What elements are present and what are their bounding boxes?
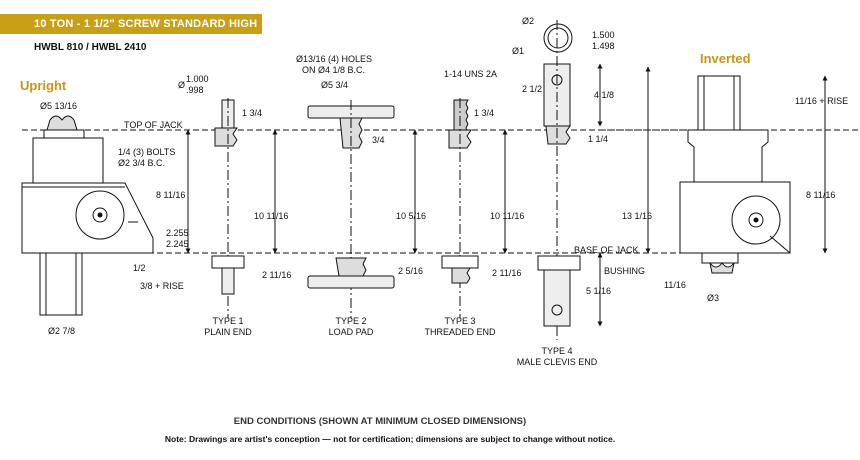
upright-rise: 3/8 + RISE (140, 281, 184, 291)
thread-height: 10 11/16 (490, 211, 525, 221)
type4-caption-b: MALE CLEVIS END (516, 357, 598, 367)
clevis-pin-offset: 1 1/4 (588, 134, 609, 144)
type1-caption-b: PLAIN END (204, 327, 252, 337)
pad-holes-2: ON Ø4 1/8 B.C. (302, 65, 366, 75)
clevis-width-min: 1.498 (592, 41, 615, 51)
tube-diameter: Ø2 7/8 (48, 326, 76, 336)
inverted-label: Inverted (700, 51, 751, 66)
disclaimer-note: Note: Drawings are artist's conception —… (164, 434, 616, 444)
type2-caption-b: LOAD PAD (328, 327, 374, 337)
type2-load-pad (307, 100, 395, 318)
type1-plain-end (211, 98, 245, 318)
upright-height: 8 11/16 (156, 190, 186, 200)
clevis-outer-dia: Ø2 (522, 16, 535, 26)
plain-dia-min: .998 (186, 85, 204, 95)
upright-jack (21, 115, 154, 316)
type1-caption-a: TYPE 1 (212, 316, 244, 326)
pad-height: 10 5/16 (396, 211, 427, 221)
bolt-height-max: 2.255 (166, 228, 189, 238)
plain-ext: 1 3/4 (242, 108, 263, 118)
upright-diameter: Ø5 13/16 (40, 101, 78, 111)
inverted-tube-dia: Ø3 (707, 293, 720, 303)
product-title-bar: 10 TON - 1 1/2" SCREW STANDARD HIGH LEAD (0, 14, 262, 50)
dia-prefix-1: Ø (178, 80, 186, 90)
type2-caption-a: TYPE 2 (335, 316, 367, 326)
clevis-pin-dia: Ø1 (512, 46, 525, 56)
thread-closed: 2 11/16 (492, 268, 522, 278)
bolt-height-min: 2.245 (166, 239, 189, 249)
pad-diameter: Ø5 3/4 (321, 80, 349, 90)
pad-holes-1: Ø13/16 (4) HOLES (296, 54, 373, 64)
type3-caption-a: TYPE 3 (444, 316, 476, 326)
plain-height: 10 11/16 (254, 211, 289, 221)
pad-thickness: 3/4 (372, 135, 385, 145)
top-of-jack-label: TOP OF JACK (124, 120, 183, 130)
upright-label: Upright (20, 78, 67, 93)
clevis-height-top: 4 1/8 (594, 90, 615, 100)
product-title: 10 TON - 1 1/2" SCREW STANDARD HIGH LEAD (34, 18, 258, 50)
bushing-label: BUSHING (604, 266, 646, 276)
clevis-height: 13 1/16 (622, 211, 653, 221)
thread-ext: 1 3/4 (474, 108, 495, 118)
pad-closed: 2 5/16 (398, 266, 424, 276)
bolts-label-2: Ø2 3/4 B.C. (118, 158, 166, 168)
model-number: HWBL 810 / HWBL 2410 (34, 42, 147, 53)
clevis-ext: 2 1/2 (522, 84, 543, 94)
type4-clevis (537, 20, 581, 340)
inverted-screw-ext: 11/16 (664, 280, 686, 290)
plain-closed: 2 11/16 (262, 270, 292, 280)
base-of-jack-label: BASE OF JACK (574, 245, 639, 255)
clevis-width-max: 1.500 (592, 30, 615, 40)
inverted-rise: 11/16 + RISE (795, 96, 849, 106)
bolts-label-1: 1/4 (3) BOLTS (118, 147, 176, 157)
type3-caption-b: THREADED END (424, 327, 496, 337)
base-offset: 1/2 (133, 263, 146, 273)
plain-dia-max: 1.000 (186, 74, 209, 84)
type3-threaded-end (441, 98, 479, 318)
end-conditions-title: END CONDITIONS (SHOWN AT MINIMUM CLOSED … (233, 416, 527, 427)
thread-spec: 1-14 UNS 2A (444, 69, 498, 79)
inverted-height: 8 11/16 (806, 190, 836, 200)
inverted-jack (679, 75, 791, 274)
clevis-closed: 5 1/16 (586, 286, 612, 296)
type4-caption-a: TYPE 4 (541, 346, 573, 356)
